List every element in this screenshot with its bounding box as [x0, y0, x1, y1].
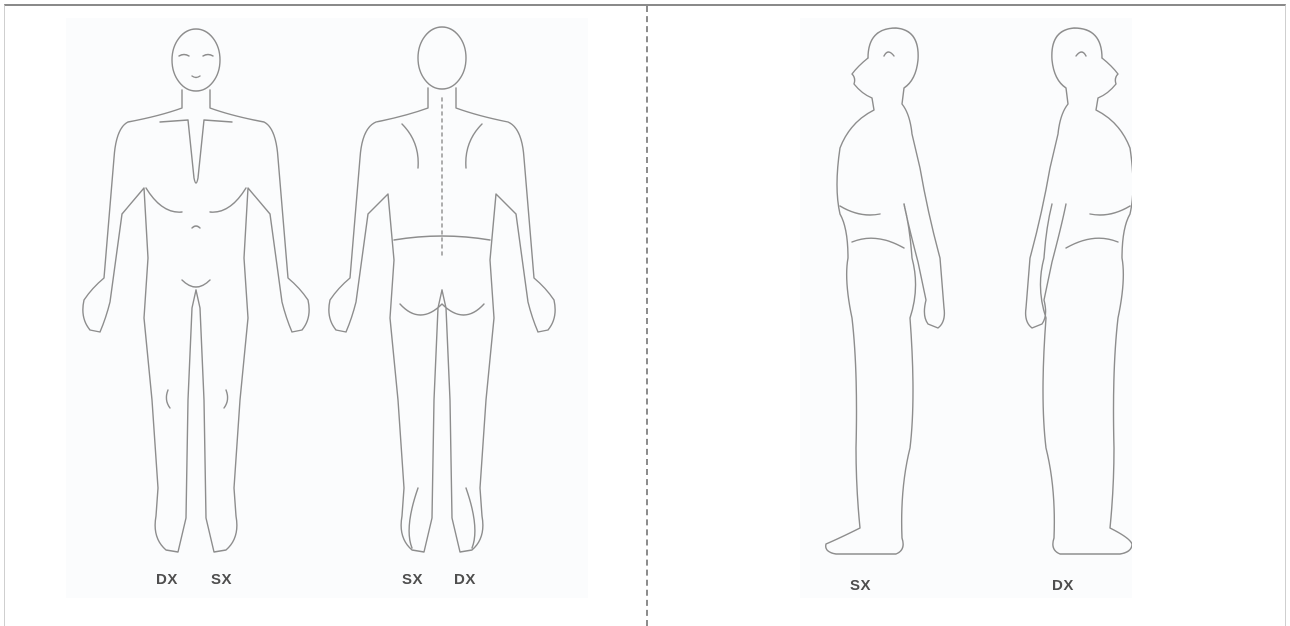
front-right-side-label: DX: [156, 571, 178, 588]
back-right-side-label: DX: [454, 571, 476, 588]
left-profile-body-figure: [826, 28, 945, 554]
panel-divider: [646, 6, 648, 626]
front-body-figure: [83, 29, 309, 552]
side-figures: [800, 18, 1132, 598]
front-left-side-label: SX: [211, 571, 232, 588]
front-back-panel: DX SX SX DX: [66, 18, 588, 598]
side-views-panel: SX DX: [800, 18, 1132, 598]
right-profile-side-label: DX: [1052, 577, 1074, 594]
front-back-figures: [66, 18, 588, 598]
back-left-side-label: SX: [402, 571, 423, 588]
right-profile-body-figure: [1026, 28, 1132, 554]
left-profile-side-label: SX: [850, 577, 871, 594]
back-body-figure: [329, 27, 555, 552]
